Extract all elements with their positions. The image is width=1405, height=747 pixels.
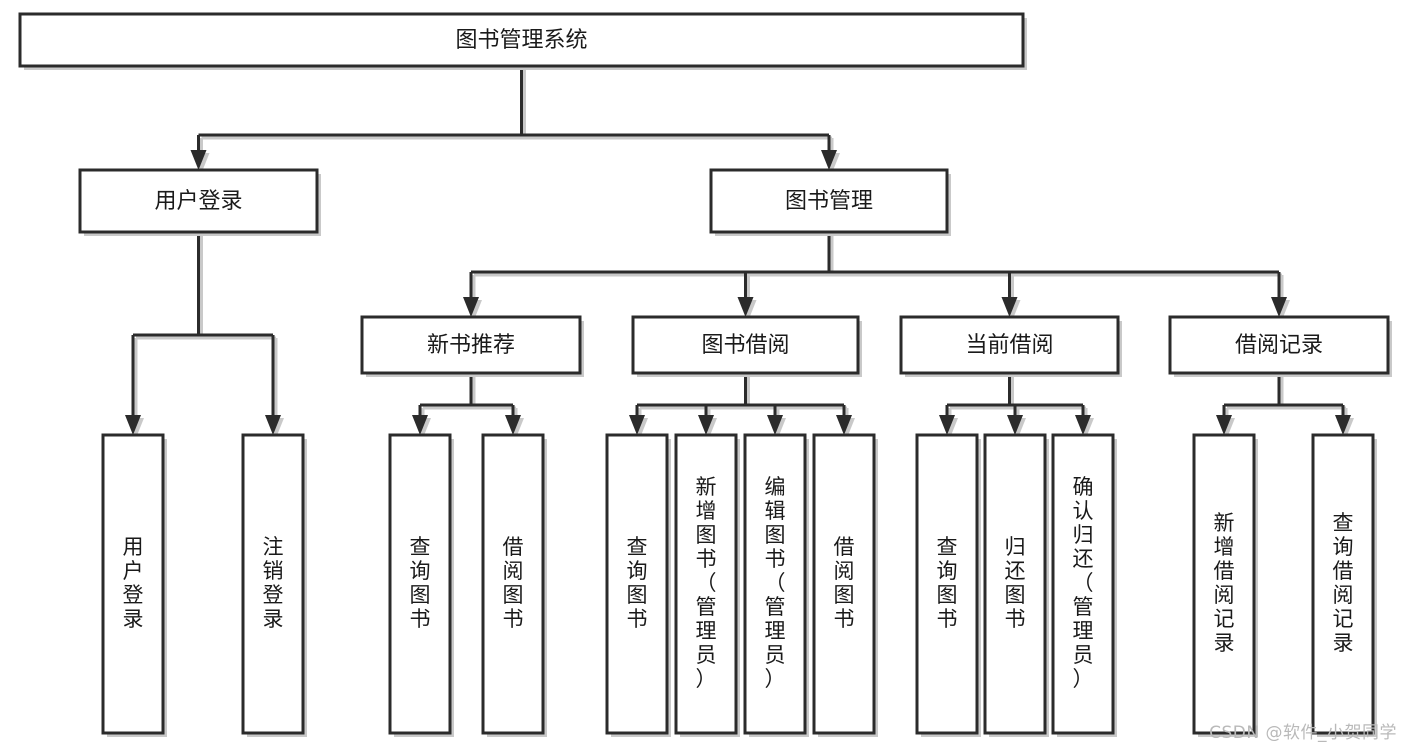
node-book-borrow[interactable]: 图书借阅 <box>631 315 862 377</box>
node-label: 用户登录 <box>123 535 144 631</box>
node-leaf-user-logout[interactable]: 注销登录 <box>241 433 307 737</box>
edge-userlogin-to-leaves-arrow-1 <box>265 415 284 438</box>
edge-book-borrow-to-leaves-arrow-1 <box>698 415 717 438</box>
edge-bookmanage-to-level3-arrow-3 <box>1271 297 1290 320</box>
edge-new-book-rec-to-leaves-arrow-0 <box>412 415 431 438</box>
node-label: 图书管理系统 <box>455 28 587 53</box>
nodes-layer: 图书管理系统用户登录图书管理新书推荐图书借阅当前借阅借阅记录用户登录注销登录查询… <box>18 12 1392 737</box>
node-leaf-confirm-return[interactable]: 确认归还（管理员） <box>1051 433 1117 737</box>
edge-borrow-record-to-leaves-arrow-0 <box>1216 415 1235 438</box>
node-label: 图书借阅 <box>701 333 789 358</box>
edge-new-book-rec-to-leaves-arrow-1 <box>505 415 524 438</box>
edge-userlogin-to-leaves-bus <box>133 333 276 340</box>
edge-bookmanage-to-level3-drop-2 <box>1008 272 1014 300</box>
node-label: 借阅记录 <box>1235 333 1323 358</box>
node-user-login[interactable]: 用户登录 <box>78 168 321 236</box>
node-label: 查询借阅记录 <box>1333 511 1354 655</box>
node-leaf-return-book[interactable]: 归还图书 <box>983 433 1049 737</box>
edge-borrow-record-to-leaves-stem <box>1277 373 1284 408</box>
edge-root-to-level2-bus <box>198 133 832 140</box>
node-label: 注销登录 <box>263 535 284 631</box>
node-label: 借阅图书 <box>834 535 855 631</box>
edge-bookmanage-to-level3-stem <box>827 232 834 275</box>
node-leaf-add-book[interactable]: 新增图书（管理员） <box>674 433 740 737</box>
edge-bookmanage-to-level3-arrow-0 <box>463 297 482 320</box>
edges-layer <box>125 66 1354 438</box>
node-label: 图书管理 <box>785 189 873 214</box>
node-label: 新增借阅记录 <box>1214 511 1235 655</box>
node-label: 查询图书 <box>627 535 648 631</box>
node-leaf-query-record[interactable]: 查询借阅记录 <box>1311 433 1377 737</box>
node-label: 借阅图书 <box>503 535 524 631</box>
edge-new-book-rec-to-leaves-stem <box>469 373 476 408</box>
node-label: 新增图书（管理员） <box>696 475 717 691</box>
edge-bookmanage-to-level3-arrow-2 <box>1001 297 1021 320</box>
edge-current-borrow-to-leaves-stem <box>1008 373 1014 408</box>
edge-current-borrow-to-leaves-arrow-0 <box>939 415 958 438</box>
node-leaf-borrow-book-br[interactable]: 借阅图书 <box>812 433 878 737</box>
edge-book-borrow-to-leaves-arrow-3 <box>836 415 855 438</box>
node-new-book-rec[interactable]: 新书推荐 <box>360 315 584 377</box>
edge-root-to-level2-arrow-1 <box>821 150 840 173</box>
node-label: 新书推荐 <box>427 333 515 358</box>
edge-root-to-level2-arrow-0 <box>190 150 210 173</box>
node-leaf-edit-book[interactable]: 编辑图书（管理员） <box>743 433 809 737</box>
node-label: 确认归还（管理员） <box>1073 475 1094 691</box>
edge-book-borrow-to-leaves-stem <box>744 373 750 408</box>
edge-borrow-record-to-leaves-bus <box>1224 403 1346 410</box>
node-root-system[interactable]: 图书管理系统 <box>18 12 1027 70</box>
edge-userlogin-to-leaves-drop-0 <box>131 335 138 418</box>
node-leaf-query-book-br[interactable]: 查询图书 <box>605 433 671 737</box>
node-leaf-query-book-cb[interactable]: 查询图书 <box>915 433 981 737</box>
node-current-borrow[interactable]: 当前借阅 <box>899 315 1122 377</box>
node-leaf-borrow-book-rec[interactable]: 借阅图书 <box>481 433 547 737</box>
node-leaf-query-book-rec[interactable]: 查询图书 <box>388 433 454 737</box>
edge-current-borrow-to-leaves-arrow-2 <box>1075 415 1094 438</box>
edge-bookmanage-to-level3-bus <box>471 270 1282 277</box>
node-leaf-user-login[interactable]: 用户登录 <box>101 433 167 737</box>
edge-userlogin-to-leaves-drop-1 <box>271 335 278 418</box>
edge-book-borrow-to-leaves-arrow-0 <box>629 415 648 438</box>
edge-bookmanage-to-level3-drop-3 <box>1277 272 1284 300</box>
node-label: 归还图书 <box>1005 535 1026 631</box>
edge-bookmanage-to-level3-drop-1 <box>744 272 750 300</box>
edge-borrow-record-to-leaves-arrow-1 <box>1335 415 1354 438</box>
node-label: 当前借阅 <box>965 333 1053 358</box>
node-label: 用户登录 <box>154 189 242 214</box>
edge-bookmanage-to-level3-drop-0 <box>469 272 476 300</box>
edge-book-borrow-to-leaves-bus <box>637 403 847 410</box>
node-label: 查询图书 <box>937 535 958 631</box>
node-label: 编辑图书（管理员） <box>765 475 786 691</box>
edge-current-borrow-to-leaves-arrow-1 <box>1007 415 1026 438</box>
edge-root-to-level2-stem <box>520 66 526 138</box>
edge-userlogin-to-leaves-stem <box>197 232 203 338</box>
edge-bookmanage-to-level3-arrow-1 <box>737 297 757 320</box>
node-label: 查询图书 <box>410 535 431 631</box>
edge-new-book-rec-to-leaves-bus <box>420 403 516 410</box>
edge-userlogin-to-leaves-arrow-0 <box>125 415 144 438</box>
node-borrow-record[interactable]: 借阅记录 <box>1168 315 1392 377</box>
node-book-manage[interactable]: 图书管理 <box>709 168 951 236</box>
node-leaf-add-record[interactable]: 新增借阅记录 <box>1192 433 1258 737</box>
edge-book-borrow-to-leaves-arrow-2 <box>767 415 786 438</box>
